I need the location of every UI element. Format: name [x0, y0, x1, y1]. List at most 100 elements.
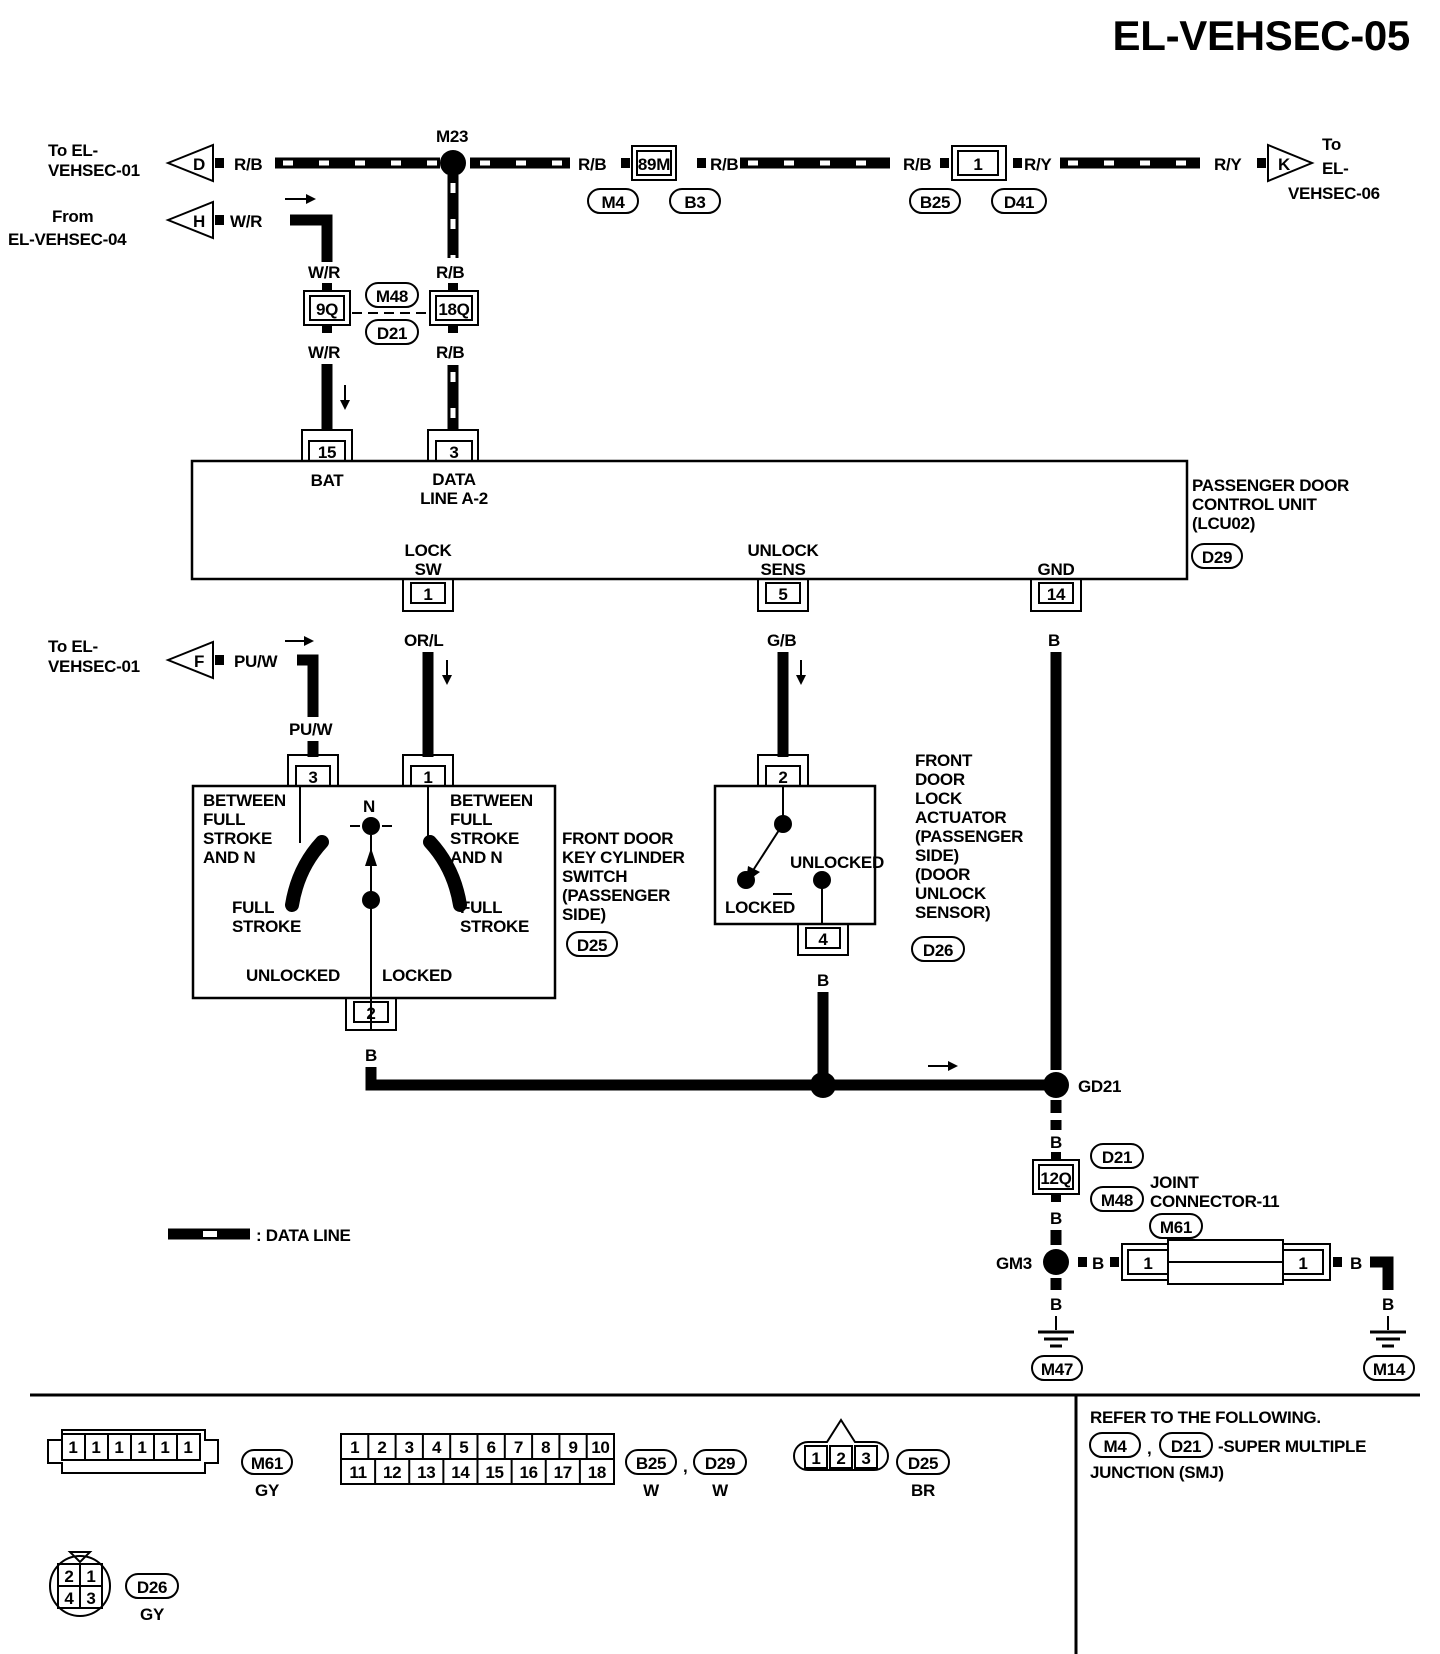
svg-text:3: 3: [449, 443, 458, 462]
face-comma: ,: [683, 1457, 687, 1476]
junction-gd21-dot: [1043, 1072, 1069, 1098]
keysw-right-text-1: BETWEEN: [450, 791, 533, 810]
ext-connector-h: H: [165, 200, 214, 240]
svg-text:1: 1: [160, 1438, 169, 1457]
svg-text:D29: D29: [705, 1454, 735, 1473]
wire-b-label: B: [1382, 1295, 1394, 1314]
pcu-data-label-1: DATA: [432, 470, 476, 489]
pcu-label-3: (LCU02): [1192, 514, 1255, 533]
svg-text:2: 2: [778, 768, 787, 787]
connector-9q: 9Q: [303, 290, 351, 326]
wire-b-label: B: [365, 1046, 377, 1065]
top-data-line: [215, 150, 1266, 430]
m61-face-tag: M61 GY: [241, 1449, 293, 1500]
keysw-right-text-2: FULL: [450, 810, 492, 829]
ext-connector-k: K: [1267, 143, 1315, 183]
svg-text:1: 1: [114, 1438, 123, 1457]
svg-text:BR: BR: [911, 1481, 935, 1500]
junction-dot: [810, 1072, 836, 1098]
keysw-label-2: KEY CYLINDER: [562, 848, 685, 867]
d25-face-tag: D25 BR: [896, 1449, 950, 1500]
actuator-label-6: SIDE): [915, 846, 959, 865]
actuator-label-7: (DOOR: [915, 865, 970, 884]
connector-1-top: 1: [951, 145, 1007, 181]
wire-b-label: B: [1048, 631, 1060, 650]
connector-d25-tag: D25: [566, 931, 618, 957]
d26-face-tag: D26 GY: [125, 1573, 179, 1624]
keysw-label-4: (PASSENGER: [562, 886, 670, 905]
pcu-pin-15: 15: [301, 429, 353, 462]
svg-text:D25: D25: [577, 936, 607, 955]
actuator-label-3: LOCK: [915, 789, 963, 808]
svg-text:W: W: [643, 1481, 660, 1500]
wire-ry-label: R/Y: [1024, 155, 1052, 174]
keysw-full-right-1: FULL: [460, 898, 502, 917]
actuator-label-2: DOOR: [915, 770, 965, 789]
to-vehsec06-label-2: EL-: [1322, 159, 1348, 178]
svg-text:M4: M4: [601, 193, 625, 212]
svg-text:D26: D26: [923, 941, 953, 960]
pcu-label-1: PASSENGER DOOR: [1192, 476, 1349, 495]
to-vehsec01f-label-1: To EL-: [48, 637, 98, 656]
connector-m14-tag: M14: [1363, 1355, 1415, 1381]
svg-text:1: 1: [1298, 1254, 1307, 1273]
svg-text:B25: B25: [636, 1454, 666, 1473]
b25-pin-label: 17: [554, 1463, 572, 1482]
b25-pin-label: 18: [588, 1463, 606, 1482]
connector-m61-tag: M61: [1149, 1213, 1203, 1239]
b25-pin-label: 16: [520, 1463, 538, 1482]
svg-text:1: 1: [811, 1449, 820, 1468]
b25-pin-label: 3: [405, 1438, 414, 1457]
connector-m4-tag: M4: [587, 188, 639, 214]
keysw-full-left-1: FULL: [232, 898, 274, 917]
actuator-locked-label: LOCKED: [725, 898, 795, 917]
svg-text:14: 14: [1047, 585, 1066, 604]
d26-connector-face: 2 1 4 3: [49, 1551, 111, 1617]
pcu-bat-label: BAT: [311, 471, 345, 490]
actuator-pin-2: 2: [757, 754, 809, 787]
b25-pin-label: 14: [451, 1463, 470, 1482]
wire-puw-label: PU/W: [289, 720, 333, 739]
connector-b3-tag: B3: [669, 188, 721, 214]
pcu-gnd-label: GND: [1038, 560, 1075, 579]
svg-text:M14: M14: [1373, 1360, 1406, 1379]
svg-text:D25: D25: [908, 1454, 938, 1473]
svg-text:1: 1: [137, 1438, 146, 1457]
joint-label-2: CONNECTOR-11: [1150, 1192, 1279, 1211]
b25-pin-label: 2: [377, 1438, 386, 1457]
svg-text:D: D: [193, 155, 205, 174]
b25-pin-label: 10: [591, 1438, 609, 1457]
connector-d26-tag: D26: [911, 936, 965, 962]
keysw-right-text-4: AND N: [450, 848, 502, 867]
d25-connector-face: 1 2 3: [793, 1418, 889, 1471]
to-vehsec06-label-1: To: [1322, 135, 1341, 154]
svg-text:3: 3: [861, 1449, 870, 1468]
svg-text:2: 2: [64, 1567, 73, 1586]
svg-text:18Q: 18Q: [438, 300, 469, 319]
b25-pin-label: 13: [417, 1463, 435, 1482]
to-vehsec01-label-1: To EL-: [48, 141, 98, 160]
keysw-full-left-2: STROKE: [232, 917, 301, 936]
to-vehsec01f-label-2: VEHSEC-01: [48, 657, 140, 676]
wire-b-label: B: [817, 971, 829, 990]
keysw-pin-2: 2: [345, 998, 397, 1031]
keysw-left-text-2: FULL: [203, 810, 245, 829]
refer-comma: ,: [1147, 1439, 1151, 1458]
b25-pin-label: 11: [349, 1463, 366, 1482]
d29-face-tag: D29 W: [693, 1449, 747, 1500]
svg-text:M48: M48: [1101, 1191, 1133, 1210]
svg-text:2: 2: [366, 1004, 375, 1023]
svg-text:1: 1: [86, 1567, 95, 1586]
connector-m48-tag: M48: [365, 282, 419, 308]
b25-pin-label: 4: [432, 1438, 442, 1457]
svg-text:K: K: [1278, 155, 1291, 174]
svg-text:D26: D26: [137, 1578, 167, 1597]
svg-text:D41: D41: [1004, 193, 1034, 212]
svg-text:: DATA LINE: : DATA LINE: [256, 1226, 351, 1245]
wire-puw-label: PU/W: [234, 652, 278, 671]
b25-pin-label: 7: [514, 1438, 523, 1457]
svg-text:2: 2: [836, 1449, 845, 1468]
ext-connector-d: D: [165, 143, 214, 183]
junction-m23-label: M23: [436, 127, 468, 146]
